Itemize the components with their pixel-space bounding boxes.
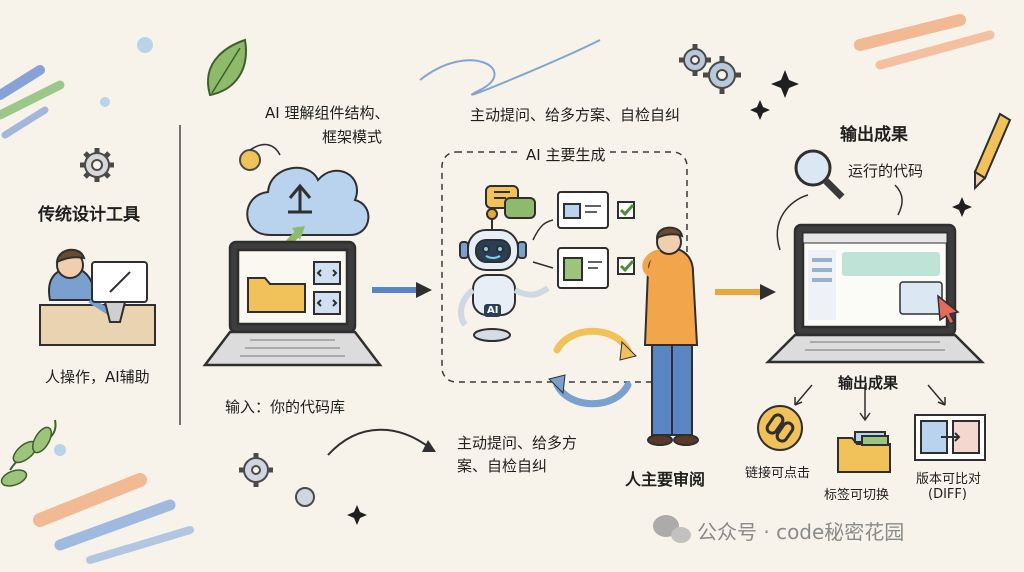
dot-decoration	[137, 37, 153, 53]
output-title: 输出成果	[840, 125, 908, 145]
crayon-strokes-decoration	[0, 14, 995, 564]
ai-generation-label: AI 主要生成	[522, 144, 610, 165]
input-caption: 输入：你的代码库	[225, 398, 346, 416]
robot-icon	[458, 208, 550, 342]
curve-arrow	[776, 194, 809, 251]
small-arrow	[532, 261, 554, 269]
leaf-branch-icon	[0, 419, 57, 487]
swirl-decoration	[419, 39, 601, 96]
gear-icon	[80, 148, 114, 182]
cloud-upload-icon	[246, 166, 370, 236]
robot-ai-chip: AI	[484, 304, 502, 317]
folder-tabs-icon	[837, 431, 891, 473]
ai-understand-note-line2: 框架模式	[322, 128, 383, 146]
app-window-content	[808, 250, 943, 320]
curve-arrow-head	[422, 440, 436, 452]
leaf-icon	[207, 38, 247, 97]
flow-arrow-head	[416, 282, 432, 298]
flow-arrow-head	[760, 284, 776, 300]
code-file-icon	[313, 261, 341, 315]
diff-compare-icon	[914, 414, 986, 461]
output-item-diff-label-line1: 版本可比对	[916, 472, 982, 487]
chat-bubble-icon	[485, 185, 536, 219]
gear-icon	[679, 44, 741, 94]
laptop-output-illustration	[764, 223, 986, 364]
output-subtitle: 输出成果	[838, 374, 899, 392]
pencil-icon	[973, 112, 1012, 191]
magnifier-icon	[794, 149, 845, 200]
ui-card-icon	[557, 191, 609, 289]
ai-understand-note-line1: AI 理解组件结构、	[265, 104, 390, 122]
output-item-diff-label-line2: (DIFF)	[928, 487, 967, 502]
human-review-caption: 人主要审阅	[625, 470, 706, 489]
cycle-arrow-head	[619, 340, 637, 361]
dot-decoration	[54, 444, 66, 456]
branch-arrows	[794, 384, 946, 422]
output-item-link-label: 链接可点击	[745, 466, 811, 481]
center-top-note: 主动提问、给多方案、自检自纠	[470, 106, 681, 124]
cursor-icon	[937, 294, 960, 326]
curve-arrow	[894, 184, 903, 216]
gear-icon	[239, 149, 315, 507]
person-at-computer-illustration	[39, 248, 156, 346]
thinking-person-illustration	[642, 226, 699, 446]
traditional-tool-title: 传统设计工具	[38, 205, 140, 225]
link-icon	[757, 405, 803, 451]
small-arrow	[532, 219, 554, 241]
output-item-tabs-label: 标签可切换	[824, 488, 890, 503]
dot-decoration	[100, 97, 110, 107]
up-arrow-head	[292, 226, 305, 240]
center-bottom-note-line2: 案、自检自纠	[457, 457, 548, 475]
section-divider	[179, 125, 181, 425]
watermark-text: 公众号 · code秘密花园	[697, 520, 905, 544]
sparkle-icon	[347, 70, 972, 525]
center-bottom-note-line1: 主动提问、给多方	[457, 434, 578, 452]
folder-icon	[247, 277, 306, 313]
checkbox-checked-icon	[617, 201, 635, 275]
refresh-cycle-icon	[553, 327, 632, 408]
curve-arrow-decoration	[249, 143, 281, 156]
cycle-arrow-head	[548, 374, 566, 395]
running-code-label: 运行的代码	[848, 162, 924, 180]
traditional-tool-caption: 人操作，AI辅助	[45, 368, 150, 386]
wechat-icon	[653, 515, 691, 543]
curve-arrow	[327, 428, 431, 456]
